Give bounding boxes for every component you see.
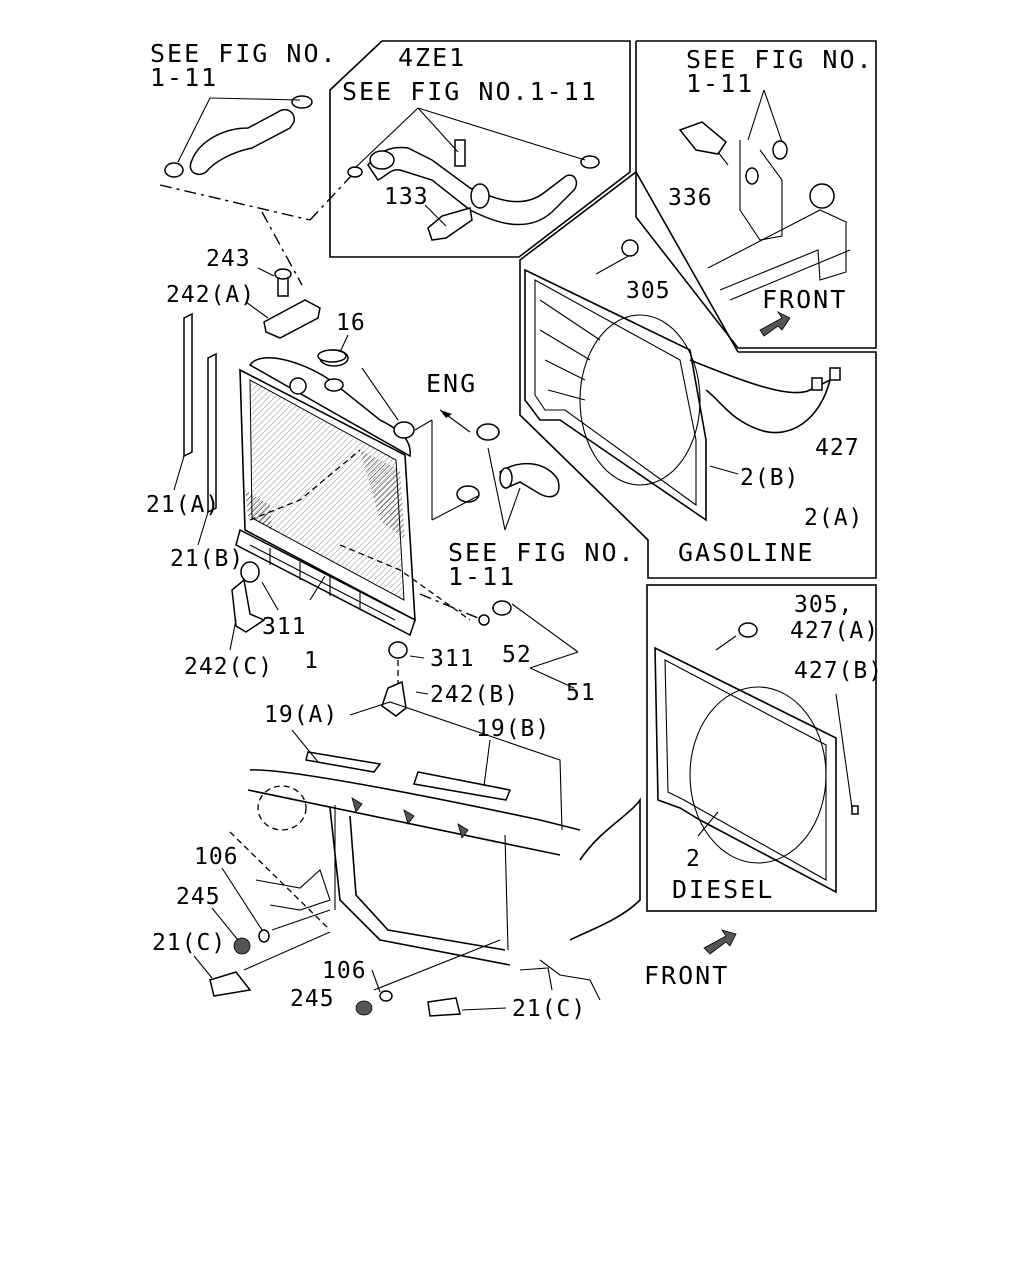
box-front-detail [635,40,877,349]
text-labels: SEE FIG NO. 1-11 4ZE1 SEE FIG NO.1-11 SE… [146,39,883,1022]
engine-code: 4ZE1 [398,43,466,72]
box-diesel [646,584,877,912]
diesel-label: DIESEL [672,875,774,904]
part-242b: 242(B) [430,682,519,708]
upper-hose [159,95,353,286]
gasoline-label: GASOLINE [678,538,814,567]
part-21b: 21(B) [170,546,244,572]
lower-hose [414,409,560,531]
part-21a: 21(A) [146,492,220,518]
part-2b: 2(B) [740,465,799,491]
part-19b: 19(B) [476,716,550,742]
part-52: 52 [502,642,532,668]
part-51: 51 [566,680,596,706]
part-242a: 242(A) [166,282,255,308]
radiator [235,349,471,637]
part-243: 243 [206,246,251,272]
see-fig-right-num: 1-11 [686,69,754,98]
see-fig-4ze1: SEE FIG NO.1-11 [342,77,598,106]
part-311-left: 311 [262,614,307,640]
part-133: 133 [384,184,429,210]
part-2: 2 [686,846,701,872]
hose-4ze1 [347,107,600,241]
part-106-left: 106 [194,844,239,870]
part-1: 1 [304,648,319,674]
part-311-right: 311 [430,646,475,672]
side-seals [173,312,217,546]
shroud-gasoline [524,239,841,522]
see-fig-mid-num: 1-11 [448,562,516,591]
box-gasoline [519,170,877,579]
part-106-right: 106 [322,958,367,984]
see-fig-top-num: 1-11 [150,63,218,92]
part-336: 336 [668,185,713,211]
part-305-427a-line2: 427(A) [790,618,879,644]
part-245-right: 245 [290,986,335,1012]
see-fig-top: SEE FIG NO. [150,39,338,68]
part-242c: 242(C) [184,654,273,680]
front-label-top: FRONT [762,285,847,314]
part-19a: 19(A) [264,702,338,728]
mounts [229,561,429,717]
part-427: 427 [815,435,860,461]
part-427b: 427(B) [794,658,883,684]
part-305: 305 [626,278,671,304]
front-arrow-icon [703,929,737,955]
drain-plug [419,593,579,689]
lower-fasteners [193,867,507,1017]
eng-label: ENG [426,369,477,398]
shroud-diesel [654,622,859,894]
box-4ze1 [329,40,631,258]
part-305-427a-line1: 305, [794,592,853,618]
support-panel [229,701,641,1001]
part-245-left: 245 [176,884,221,910]
see-fig-mid: SEE FIG NO. [448,538,636,567]
part-21c-right: 21(C) [512,996,586,1022]
bracket-detail [678,89,851,337]
part-2a: 2(A) [804,505,863,531]
front-label-bottom: FRONT [644,961,729,990]
upper-bracket [245,267,349,363]
see-fig-right: SEE FIG NO. [686,45,874,74]
part-16: 16 [336,310,366,336]
part-21c-left: 21(C) [152,930,226,956]
